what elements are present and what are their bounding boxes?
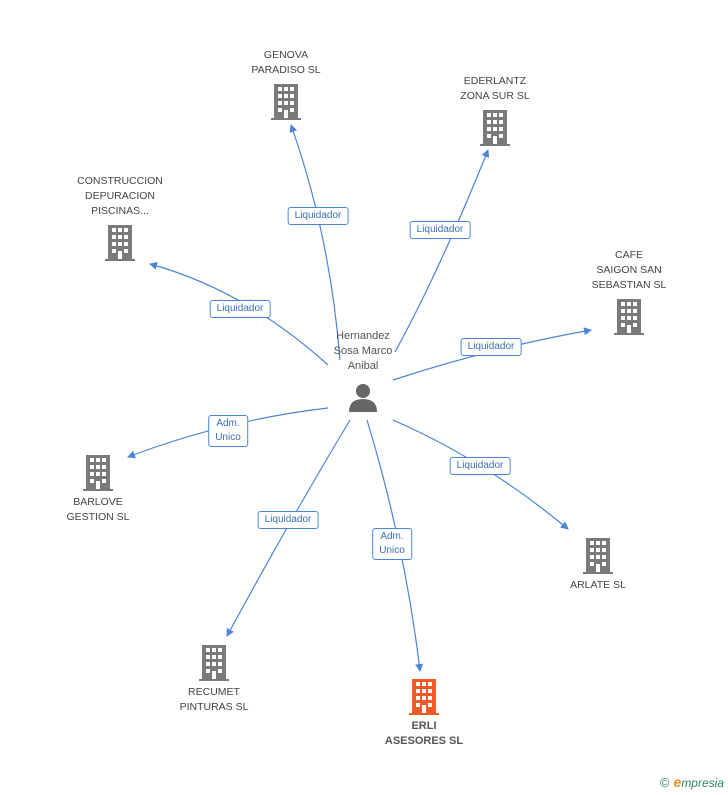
person-icon xyxy=(349,384,377,412)
building-icon xyxy=(480,110,510,146)
relation-label-recumet[interactable]: Liquidador xyxy=(257,511,319,529)
company-name-line: GESTION SL xyxy=(66,511,130,523)
company-name-line: CAFE xyxy=(614,249,643,261)
company-node-arlate[interactable]: ARLATE SL xyxy=(548,538,648,593)
company-name-line: PARADISO SL xyxy=(251,64,321,76)
company-name: RECUMET PINTURAS SL xyxy=(164,685,264,715)
relation-label-erli[interactable]: Adm. Unico xyxy=(372,528,412,560)
relation-role-text: Liquidador xyxy=(216,303,264,314)
company-name-line: PINTURAS SL xyxy=(179,701,249,713)
building-icon xyxy=(83,455,113,491)
company-node-barlove[interactable]: BARLOVE GESTION SL xyxy=(48,455,148,525)
company-name-line: CONSTRUCCION xyxy=(77,175,163,187)
person-name-line: Hernandez xyxy=(336,330,390,342)
relation-role-text: Adm. xyxy=(216,418,240,429)
building-icon xyxy=(199,645,229,681)
edge-genova xyxy=(289,124,341,361)
building-icon xyxy=(105,225,135,261)
edge-ederlantz xyxy=(394,149,490,353)
relation-label-barlove[interactable]: Adm. Unico xyxy=(208,415,248,447)
relation-label-cafe[interactable]: Liquidador xyxy=(460,338,522,356)
person-name-line: Anibal xyxy=(347,360,379,372)
company-node-ederlantz[interactable]: EDERLANTZ ZONA SUR SL xyxy=(445,74,545,146)
company-name-line: PISCINAS... xyxy=(91,205,149,217)
brand-watermark[interactable]: ©empresia xyxy=(660,774,724,790)
company-name: EDERLANTZ ZONA SUR SL xyxy=(445,74,545,104)
relation-label-arlate[interactable]: Liquidador xyxy=(449,457,511,475)
person-name-line: Sosa Marco xyxy=(333,345,393,357)
company-name-line: EDERLANTZ xyxy=(463,75,527,87)
company-name-line: ARLATE SL xyxy=(570,579,626,591)
company-name: ERLI ASESORES SL xyxy=(374,719,474,749)
company-name-line: BARLOVE xyxy=(73,496,123,508)
relation-role-text: Unico xyxy=(215,432,241,443)
relation-role-text: Unico xyxy=(379,545,405,556)
relation-role-text: Liquidador xyxy=(467,341,515,352)
company-name-line: GENOVA xyxy=(263,49,309,61)
relation-label-construccion[interactable]: Liquidador xyxy=(209,300,271,318)
building-icon xyxy=(271,84,301,120)
relation-role-text: Liquidador xyxy=(416,224,464,235)
relation-label-ederlantz[interactable]: Liquidador xyxy=(409,221,471,239)
building-icon xyxy=(583,538,613,574)
building-icon xyxy=(614,299,644,335)
building-icon-highlighted xyxy=(409,679,439,715)
company-name: CONSTRUCCION DEPURACION PISCINAS... xyxy=(60,174,180,219)
company-name-line: SEBASTIAN SL xyxy=(591,279,667,291)
company-name-line: ZONA SUR SL xyxy=(460,90,530,102)
company-name: CAFE SAIGON SAN SEBASTIAN SL xyxy=(577,248,681,293)
relation-role-text: Liquidador xyxy=(456,460,504,471)
relation-role-text: Liquidador xyxy=(294,210,342,221)
company-node-cafe[interactable]: CAFE SAIGON SAN SEBASTIAN SL xyxy=(577,248,681,335)
company-name-line: ASESORES SL xyxy=(384,735,464,747)
brand-logo-mark: e xyxy=(673,774,682,790)
company-node-genova[interactable]: GENOVA PARADISO SL xyxy=(236,48,336,120)
relation-label-genova[interactable]: Liquidador xyxy=(287,207,349,225)
company-node-recumet[interactable]: RECUMET PINTURAS SL xyxy=(164,645,264,715)
company-name: GENOVA PARADISO SL xyxy=(236,48,336,78)
company-node-construccion[interactable]: CONSTRUCCION DEPURACION PISCINAS... xyxy=(60,174,180,261)
company-name: BARLOVE GESTION SL xyxy=(48,495,148,525)
person-name: Hernandez Sosa Marco Anibal xyxy=(310,329,416,374)
person-node[interactable]: Hernandez Sosa Marco Anibal xyxy=(310,329,416,414)
relation-role-text: Adm. xyxy=(380,531,404,542)
brand-name: mpresia xyxy=(681,776,724,790)
copyright-icon: © xyxy=(659,775,670,790)
company-name-line: ERLI xyxy=(411,720,437,732)
company-name-line: DEPURACION xyxy=(84,190,155,202)
relation-role-text: Liquidador xyxy=(264,514,312,525)
company-name-line: SAIGON SAN xyxy=(596,264,662,276)
company-name-line: RECUMET xyxy=(188,686,240,698)
company-name: ARLATE SL xyxy=(548,578,648,593)
company-node-erli[interactable]: ERLI ASESORES SL xyxy=(374,679,474,749)
